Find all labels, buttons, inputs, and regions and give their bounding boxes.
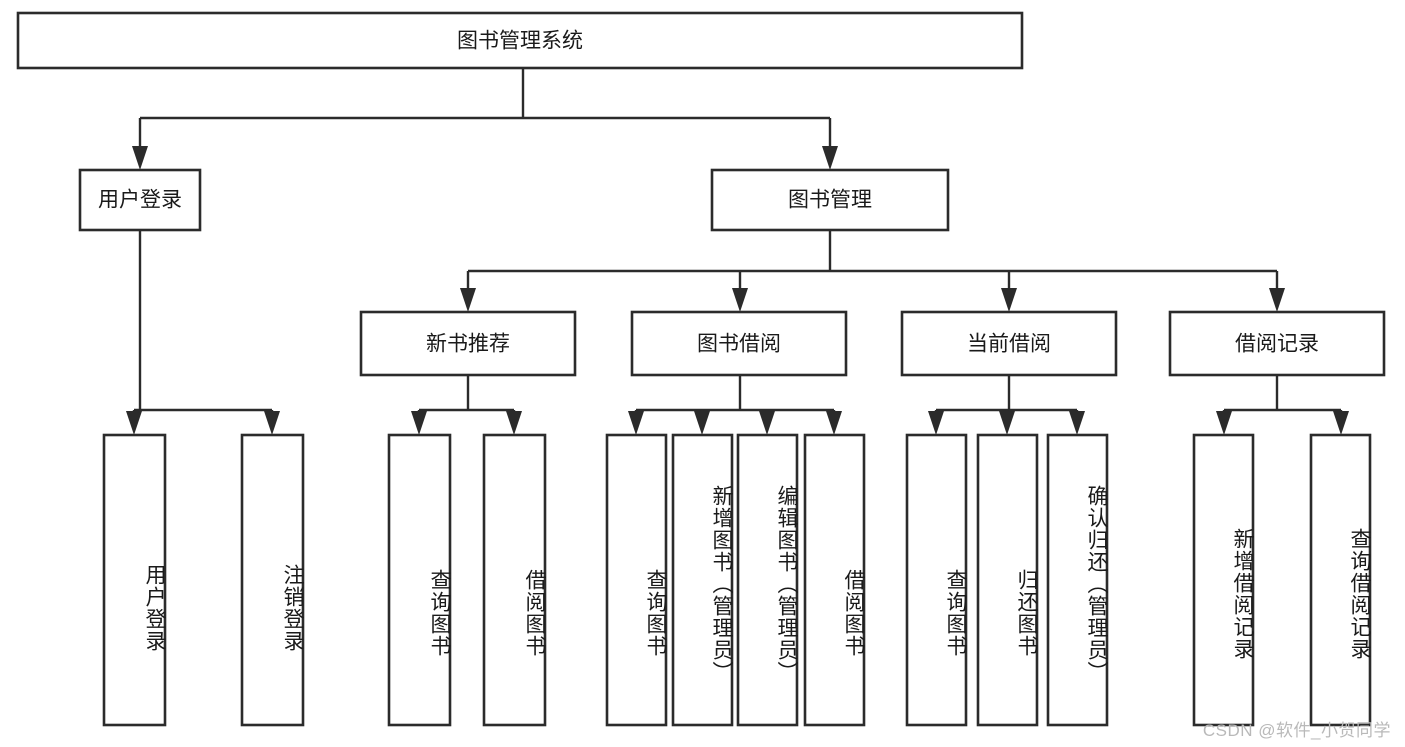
node-box-leaf-edit-book[interactable] [736,433,799,727]
node-box-book-manage[interactable] [710,168,950,232]
arrow-to-borrow-record [1269,288,1285,312]
arrow-to-leaf-query-book-1 [411,411,427,435]
node-box-leaf-confirm-return[interactable] [1046,433,1109,727]
arrow-to-leaf-edit-book [759,411,775,435]
node-box-leaf-query-book-3[interactable] [905,433,968,727]
node-label-borrow-record: 借阅记录 [1235,333,1319,356]
node-box-leaf-query-book-2[interactable] [605,433,668,727]
arrow-to-leaf-add-record [1216,411,1232,435]
node-box-leaf-user-login[interactable] [102,433,167,727]
node-boxes: 图书管理系统 用户登录 图书管理 新书推荐 图书借阅 当前借阅 借阅记录 [16,11,1386,727]
connector-group-user-login [126,230,280,435]
node-label-book-borrow: 图书借阅 [697,333,781,356]
node-box-leaf-logout-login[interactable] [240,433,305,727]
node-box-current-borrow[interactable] [900,310,1118,377]
arrow-to-leaf-borrow-book-1 [506,411,522,435]
node-box-leaf-return-book[interactable] [976,433,1039,727]
node-box-leaf-borrow-book-1[interactable] [482,433,547,727]
node-box-borrow-record[interactable] [1168,310,1386,377]
node-label-root: 图书管理系统 [457,30,583,53]
node-box-leaf-query-record[interactable] [1309,433,1372,727]
arrow-to-leaf-user-login [126,411,142,435]
node-box-leaf-query-book-1[interactable] [387,433,452,727]
connector-group-root [132,68,838,170]
arrow-to-leaf-query-record [1333,411,1349,435]
node-box-new-book-rec[interactable] [359,310,577,377]
arrow-to-leaf-return-book [999,411,1015,435]
arrow-root-to-book-manage [822,146,838,170]
connector-group-book-borrow [628,375,842,435]
arrow-to-leaf-query-book-2 [628,411,644,435]
arrow-to-leaf-add-book [694,411,710,435]
connector-group-current-borrow [928,375,1085,435]
connector-group-borrow-record [1216,375,1349,435]
connector-group-book-manage [460,230,1285,312]
node-label-user-login: 用户登录 [98,189,182,212]
node-box-user-login[interactable] [78,168,202,232]
arrow-to-new-book-rec [460,288,476,312]
node-label-current-borrow: 当前借阅 [967,333,1051,356]
arrow-to-book-borrow [732,288,748,312]
arrow-to-leaf-confirm-return [1069,411,1085,435]
arrow-root-to-user-login [132,146,148,170]
arrow-to-leaf-query-book-3 [928,411,944,435]
node-box-leaf-add-book[interactable] [671,433,734,727]
arrow-to-leaf-logout-login [264,411,280,435]
node-box-book-borrow[interactable] [630,310,848,377]
node-label-book-manage: 图书管理 [788,189,872,212]
arrow-to-current-borrow [1001,288,1017,312]
node-label-new-book-rec: 新书推荐 [426,333,510,356]
watermark: CSDN @软件_小贺同学 [1202,721,1391,740]
connector-group-new-book-rec [411,375,522,435]
node-box-leaf-borrow-book-2[interactable] [803,433,866,727]
arrow-to-leaf-borrow-book-2 [826,411,842,435]
node-box-root[interactable] [16,11,1024,70]
node-box-leaf-add-record[interactable] [1192,433,1255,727]
